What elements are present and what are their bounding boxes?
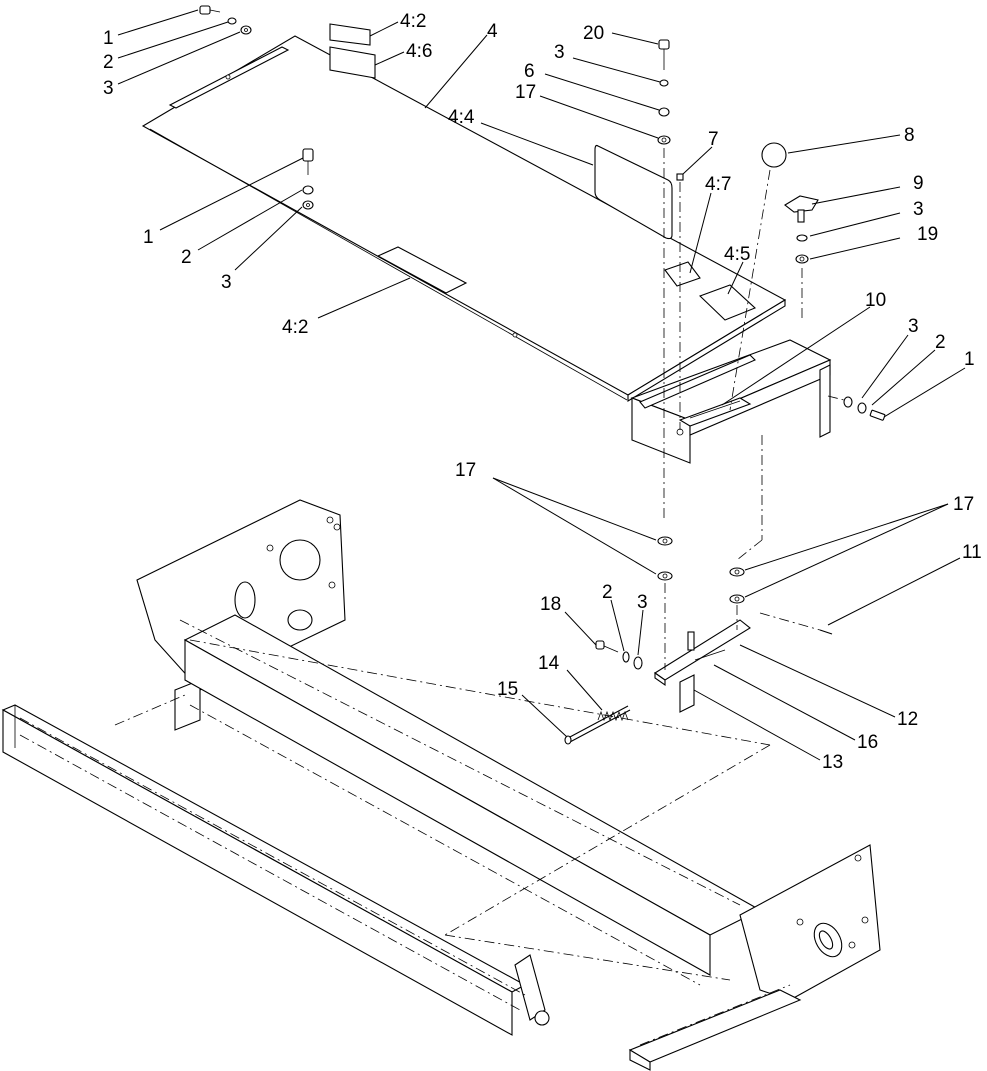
washers-17-left bbox=[657, 536, 673, 581]
callout-4-2-top: 4:2 bbox=[400, 11, 426, 32]
frame-front-tube bbox=[1, 704, 550, 1036]
callout-2-b: 2 bbox=[181, 247, 192, 268]
callout-labels: 1 2 3 4:2 4:6 4 20 3 6 17 4:4 7 8 9 3 19… bbox=[103, 11, 982, 773]
callout-17-c: 17 bbox=[953, 494, 974, 515]
frame-bottom-rail bbox=[628, 984, 802, 1071]
callout-12: 12 bbox=[897, 709, 918, 730]
screw-7 bbox=[676, 173, 684, 430]
callout-4-5: 4:5 bbox=[724, 244, 750, 265]
callout-14: 14 bbox=[538, 653, 560, 674]
callout-3-e: 3 bbox=[908, 316, 919, 337]
frame-right-plate bbox=[739, 844, 881, 1001]
decal-4-2-top bbox=[329, 23, 371, 46]
mount-bracket bbox=[630, 339, 832, 464]
frame-crossbar bbox=[179, 614, 762, 986]
knob-8 bbox=[729, 142, 787, 411]
callout-3-c: 3 bbox=[913, 199, 924, 220]
leader-lines bbox=[117, 9, 966, 761]
cover-panel bbox=[141, 35, 787, 402]
callout-1-b: 1 bbox=[143, 227, 154, 248]
callout-13: 13 bbox=[822, 752, 843, 773]
washers-17-right bbox=[729, 435, 763, 604]
callout-4-2-bottom: 4:2 bbox=[282, 317, 308, 338]
callout-1: 1 bbox=[103, 28, 114, 49]
callout-4-7: 4:7 bbox=[705, 174, 731, 195]
pin-11 bbox=[759, 612, 833, 635]
decal-4-6 bbox=[329, 46, 376, 79]
callout-17-a: 17 bbox=[515, 82, 536, 103]
callout-11: 11 bbox=[962, 542, 982, 563]
callout-6: 6 bbox=[524, 61, 535, 82]
callout-4: 4 bbox=[487, 21, 498, 42]
bolt-stack-20 bbox=[657, 39, 671, 520]
callout-7: 7 bbox=[708, 129, 719, 150]
callout-17-b: 17 bbox=[455, 460, 476, 481]
callout-3: 3 bbox=[103, 78, 114, 99]
bolt-18 bbox=[595, 640, 643, 670]
callout-4-4: 4:4 bbox=[448, 107, 475, 128]
bolt-1-top bbox=[199, 5, 252, 35]
callout-20: 20 bbox=[583, 23, 604, 44]
callout-3-f: 3 bbox=[637, 592, 648, 613]
bolt-1-mid bbox=[302, 148, 314, 210]
callout-9: 9 bbox=[913, 173, 924, 194]
callout-2: 2 bbox=[103, 52, 114, 73]
callout-1-c: 1 bbox=[964, 349, 975, 370]
callout-10: 10 bbox=[865, 290, 886, 311]
callout-18: 18 bbox=[540, 594, 561, 615]
callout-2-c: 2 bbox=[935, 332, 946, 353]
latch-assembly bbox=[654, 583, 751, 713]
callout-3-b: 3 bbox=[554, 42, 565, 63]
rod-15 bbox=[564, 705, 631, 745]
callout-16: 16 bbox=[857, 732, 878, 753]
callout-8: 8 bbox=[904, 125, 915, 146]
slot-plate bbox=[678, 397, 752, 427]
bolt-1-right bbox=[827, 395, 886, 421]
callout-2-d: 2 bbox=[602, 582, 613, 603]
callout-3-d: 3 bbox=[221, 272, 232, 293]
callout-19: 19 bbox=[917, 224, 938, 245]
callout-4-6: 4:6 bbox=[406, 41, 432, 62]
callout-15: 15 bbox=[497, 679, 518, 700]
spring-14 bbox=[597, 710, 629, 722]
knob-9 bbox=[784, 195, 819, 318]
